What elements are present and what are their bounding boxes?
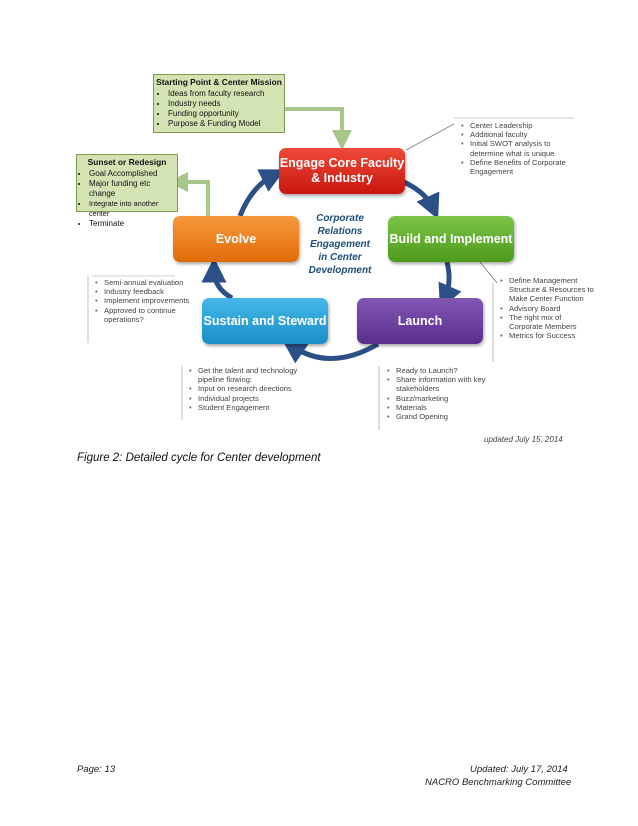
engage-note: Center Leadership — [461, 121, 576, 130]
launch-note: Grand Opening — [387, 412, 496, 421]
node-sustain: Sustain and Steward — [202, 298, 328, 344]
launch-note: Share information with key stakeholders — [387, 375, 496, 393]
arrow-sustain-to-evolve — [201, 257, 234, 301]
engage-note: Additional faculty — [461, 130, 576, 139]
launch-notes: Ready to Launch? Share information with … — [384, 366, 496, 421]
engage-note: Initial SWOT analysis to determine what … — [461, 139, 576, 157]
starting-point-item: Industry needs — [168, 99, 284, 109]
sunset-item: Terminate — [89, 219, 177, 229]
build-note: Metrics for Success — [500, 331, 597, 340]
sunset-item: Integrate into another center — [89, 199, 177, 219]
center-label-line: Engagement — [309, 239, 370, 250]
launch-note: Materials — [387, 403, 496, 412]
arrow-start-to-engage — [282, 107, 352, 150]
sunset-item: Goal Accomplished — [89, 169, 177, 179]
node-engage: Engage Core Faculty & Industry — [279, 148, 405, 194]
launch-note: Buzz/marketing — [387, 394, 496, 403]
evolve-note: Approved to continue operations? — [95, 306, 192, 324]
evolve-note: Industry feedback — [95, 287, 192, 296]
sustain-note: Input on research directions — [189, 384, 308, 393]
evolve-note: Implement improvements — [95, 296, 192, 305]
arrow-evolve-to-sunset — [168, 172, 210, 216]
starting-point-item: Ideas from faculty research — [168, 89, 284, 99]
node-launch-label: Launch — [397, 313, 443, 328]
starting-point-item: Funding opportunity — [168, 109, 284, 119]
starting-point-note: Starting Point & Center Mission Ideas fr… — [153, 74, 285, 133]
center-label-line: Relations — [317, 226, 363, 237]
evolve-notes: Semi-annual evaluation Industry feedback… — [92, 278, 192, 324]
sunset-title: Sunset or Redesign — [87, 157, 167, 167]
center-label-line: in Center — [318, 252, 362, 263]
launch-note: Ready to Launch? — [387, 366, 496, 375]
node-evolve-label: Evolve — [215, 231, 257, 246]
footer-committee: NACRO Benchmarking Committee — [425, 777, 572, 788]
diagram-updated-label: updated July 15, 2014 — [484, 435, 563, 444]
sustain-note: Student Engagement — [189, 403, 308, 412]
node-engage-label: Engage Core Faculty & Industry — [279, 156, 405, 185]
figure-caption: Figure 2: Detailed cycle for Center deve… — [77, 452, 321, 464]
node-launch: Launch — [357, 298, 483, 344]
sunset-item: Major funding etc change — [89, 179, 177, 199]
footer-updated: Updated: July 17, 2014 — [470, 764, 568, 775]
build-note: The right mix of Corporate Members — [500, 313, 597, 331]
footer-page: Page: 13 — [77, 764, 116, 775]
node-build-label: Build and Implement — [389, 231, 513, 246]
sunset-note: Sunset or Redesign Goal Accomplished Maj… — [76, 154, 178, 228]
build-note: Advisory Board — [500, 304, 597, 313]
sustain-notes: Get the talent and technology pipeline f… — [186, 366, 308, 412]
starting-point-item: Purpose & Funding Model — [168, 119, 284, 129]
center-label-line: Development — [308, 265, 372, 276]
engage-note: Define Benefits of Corporate Engagement — [461, 158, 576, 176]
node-build: Build and Implement — [388, 216, 514, 262]
build-notes: Define Management Structure & Resources … — [497, 276, 597, 341]
engage-notes: Center Leadership Additional faculty Ini… — [458, 121, 576, 176]
node-evolve: Evolve — [173, 216, 299, 262]
center-label: Corporate Relations Engagement in Center… — [300, 212, 380, 277]
arrow-build-to-launch — [438, 261, 462, 310]
arrow-launch-to-sustain — [281, 338, 380, 364]
arrow-evolve-to-engage — [237, 169, 286, 217]
starting-point-title: Starting Point & Center Mission — [156, 77, 282, 87]
build-note: Define Management Structure & Resources … — [500, 276, 597, 304]
node-sustain-label: Sustain and Steward — [203, 313, 327, 328]
sustain-note: Get the talent and technology pipeline f… — [189, 366, 308, 384]
center-label-line: Corporate — [316, 213, 364, 224]
sustain-note: Individual projects — [189, 394, 308, 403]
evolve-note: Semi-annual evaluation — [95, 278, 192, 287]
